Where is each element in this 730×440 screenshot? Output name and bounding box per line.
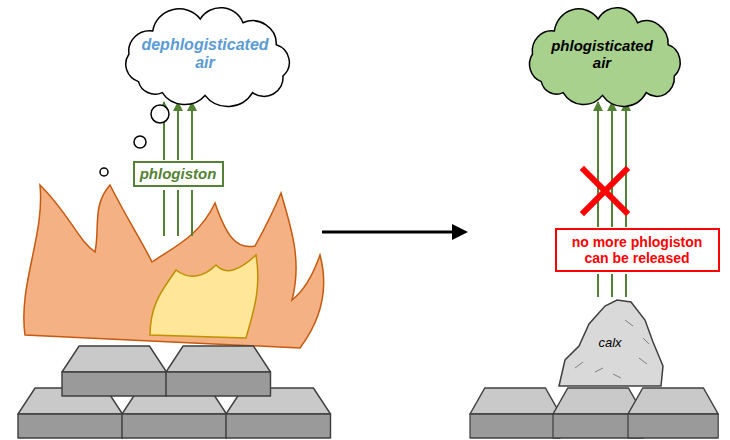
arrow-head — [452, 224, 468, 240]
arrow-line — [597, 274, 599, 297]
phlogiston-arrows — [598, 274, 626, 297]
arrow-line — [191, 102, 193, 160]
cloud-outline — [529, 8, 680, 107]
pile-texture — [613, 374, 621, 378]
metal-bar — [62, 346, 167, 396]
thought-cloud: dephlogisticated air — [110, 8, 300, 100]
pile-texture — [625, 320, 633, 326]
node-label: calx — [598, 336, 621, 351]
node-label: phlogiston — [140, 165, 217, 182]
node-label: phlogisticated air — [542, 37, 662, 72]
calx-pile: calx — [555, 298, 665, 388]
pile-texture — [575, 362, 583, 368]
thought-bubble — [134, 136, 146, 148]
metal-bars-right — [470, 388, 718, 438]
metal-bar — [470, 388, 560, 438]
inner-flame — [150, 255, 258, 338]
cloud-outline — [126, 8, 290, 107]
phlogiston-stream — [191, 190, 193, 236]
arrow-line — [177, 102, 179, 160]
arrow-shaft — [322, 231, 455, 234]
arrow-line — [625, 274, 627, 297]
flames — [24, 185, 324, 348]
pile-texture — [639, 358, 647, 364]
phlogiston-stream — [177, 190, 179, 236]
red-cross — [584, 170, 626, 212]
thought-bubble — [151, 105, 169, 123]
metal-bars-left — [18, 346, 331, 438]
phlogiston-stream — [163, 190, 165, 236]
node-label: dephlogisticated air — [135, 36, 275, 73]
node-label: no more phlogiston can be released — [562, 234, 712, 266]
pile-texture — [595, 368, 603, 372]
outer-flame — [24, 185, 324, 348]
process-arrow — [322, 224, 468, 240]
metal-bar — [166, 346, 271, 396]
air-cloud: phlogisticated air — [515, 8, 690, 100]
phlogiston-stubs — [164, 190, 192, 236]
pile-outline — [559, 300, 663, 386]
warning-box: no more phlogiston can be released — [555, 228, 720, 272]
arrow-line — [597, 102, 599, 227]
arrow-line — [611, 102, 613, 227]
cross-stroke — [584, 170, 626, 212]
arrow-line — [611, 274, 613, 297]
cross-stroke — [584, 170, 626, 212]
thought-bubble — [100, 168, 108, 176]
metal-bar — [628, 388, 718, 438]
phlogiston-box: phlogiston — [133, 161, 224, 187]
pile-texture — [643, 338, 649, 344]
